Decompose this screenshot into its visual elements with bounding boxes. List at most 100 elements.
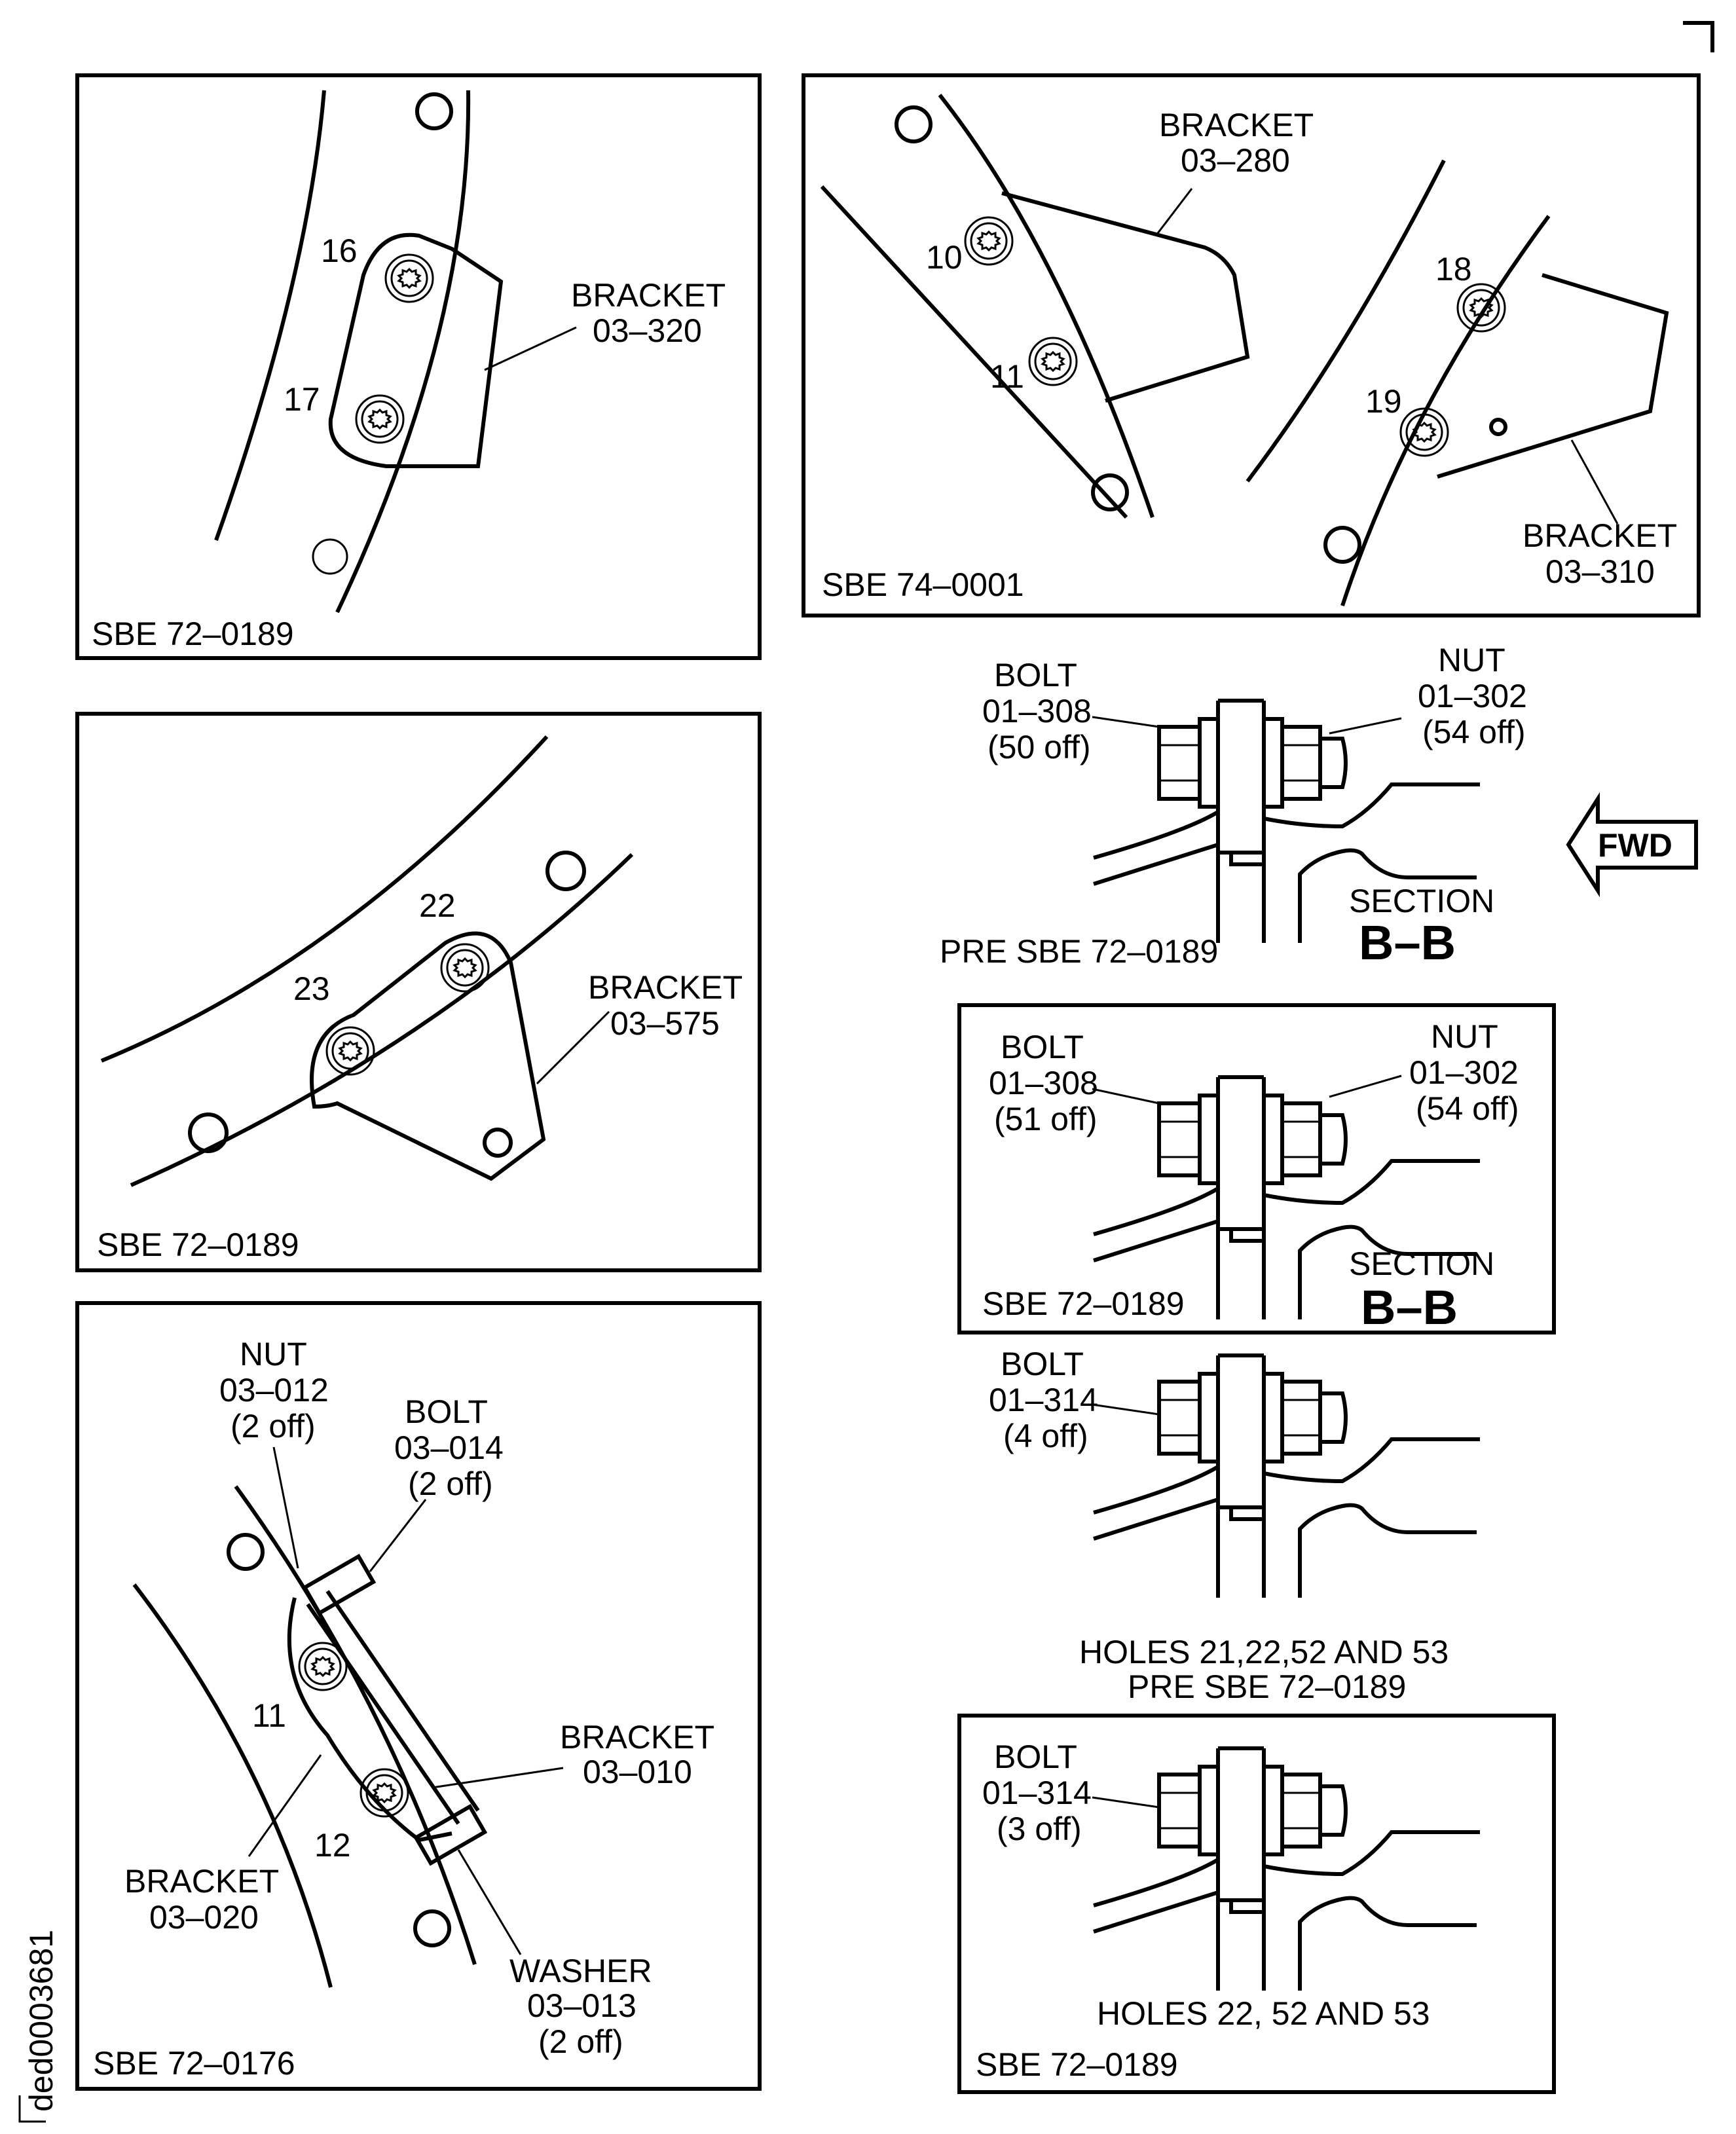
bracket-title: BRACKET: [588, 969, 743, 1006]
hole-number: 23: [293, 970, 330, 1007]
leader-line: [1092, 1403, 1160, 1416]
section-drawing: [1094, 1355, 1480, 1598]
nut-number: 03–012: [219, 1372, 329, 1408]
hole-number: 16: [321, 232, 358, 269]
leader-line: [1092, 716, 1160, 728]
nut-qty: (54 off): [1422, 714, 1526, 750]
casing-hole: [1091, 473, 1129, 511]
panel-caption: SBE 72–0189: [97, 1226, 299, 1263]
bolt-head-icon: [298, 1642, 348, 1691]
hole-number: 19: [1365, 383, 1402, 420]
nut-number: 01–302: [1418, 678, 1527, 714]
bolt-head-icon: [355, 394, 405, 444]
panel-bracket-03-575: 22 23 BRACKET 03–575 SBE 72–0189: [75, 712, 762, 1272]
nut-qty: (54 off): [1416, 1090, 1519, 1127]
bracket-outline: [1437, 273, 1669, 479]
leader-line: [484, 326, 577, 371]
section-holes-pre-sbe: BOLT 01–314 (4 off) HOLES 21,22,52 AND 5…: [989, 1346, 1480, 1705]
bracket-number: 03–310: [1545, 553, 1655, 590]
hole-number: 11: [252, 1697, 286, 1734]
casing-hole: [1489, 418, 1507, 436]
holes-caption: HOLES 22, 52 AND 53: [1097, 1995, 1430, 2032]
casing-hole: [188, 1113, 229, 1153]
nut-bolt-assembly: [302, 1553, 377, 1616]
bolt-number: 01–314: [989, 1382, 1098, 1418]
bolt-number: 01–308: [989, 1065, 1098, 1101]
section-id: B–B: [1361, 1280, 1458, 1334]
panel-frame: [802, 73, 1701, 617]
bolt-label: BOLT: [1001, 1346, 1084, 1382]
nut-label: NUT: [240, 1336, 307, 1372]
casing-edge-inner: [214, 90, 326, 542]
bolt-number: 03–014: [394, 1429, 504, 1466]
panel-caption: SBE 74–0001: [822, 566, 1024, 603]
section-holes-sbe: BOLT 01–314 (3 off) HOLES 22, 52 AND 53 …: [957, 1714, 1556, 2094]
leader-line: [432, 1767, 564, 1789]
bracket-outline: [287, 1597, 452, 1843]
leader-line: [1329, 1075, 1402, 1098]
section-caption: PRE SBE 72–0189: [1128, 1668, 1406, 1705]
panel-frame: [75, 1301, 762, 2091]
fwd-arrow: FWD: [1566, 792, 1698, 898]
bolt-head-icon: [384, 253, 434, 303]
bracket-title: BRACKET: [1523, 517, 1677, 554]
bolt-head-icon: [1456, 283, 1506, 333]
nut-label: NUT: [1431, 1018, 1498, 1055]
bolt-head-icon: [325, 1026, 375, 1076]
nut-number: 01–302: [1409, 1054, 1519, 1091]
hole-number: 18: [1435, 251, 1472, 287]
nut-bolt-assembly: [413, 1803, 488, 1866]
holes-caption: HOLES 21,22,52 AND 53: [1079, 1634, 1449, 1670]
bracket-title: BRACKET: [560, 1719, 714, 1756]
hole-number: 10: [926, 239, 963, 276]
bolt-qty: (50 off): [988, 729, 1091, 765]
drawing-id-text: ded0003681: [23, 1930, 60, 2112]
bracket-number: 03–575: [610, 1005, 720, 1042]
leader-line: [248, 1754, 322, 1857]
bolt-head-icon: [440, 943, 490, 993]
section-caption: SBE 72–0189: [982, 1285, 1185, 1322]
bolt-label: BOLT: [1001, 1029, 1084, 1065]
casing-edge-inner: [100, 735, 549, 1063]
leader-line: [272, 1446, 299, 1569]
casing-hole: [483, 1128, 513, 1158]
panel-frame: [75, 73, 762, 660]
hole-number: 22: [419, 887, 456, 924]
panel-frame: [957, 1003, 1556, 1334]
casing-edge-inner: [1246, 159, 1446, 483]
bracket-number: 03–320: [593, 312, 702, 349]
section-word: SECTION: [1349, 883, 1494, 919]
bolt-qty: (2 off): [408, 1465, 493, 1502]
nut-label: NUT: [1438, 642, 1505, 678]
bolt-label: BOLT: [994, 657, 1077, 693]
bracket-outline: [310, 931, 546, 1181]
leader-line: [1092, 1796, 1160, 1809]
casing-hole: [545, 851, 586, 891]
panel-caption: SBE 72–0189: [92, 616, 294, 652]
casing-hole: [415, 92, 453, 130]
bolt-head-icon: [964, 216, 1014, 266]
bolt-label: BOLT: [994, 1738, 1077, 1775]
hole-number: 12: [314, 1827, 351, 1864]
leader-line: [1570, 439, 1619, 524]
bracket-outline: [328, 232, 504, 468]
bolt-label: BOLT: [405, 1393, 488, 1430]
casing-hole: [227, 1533, 265, 1571]
section-caption: SBE 72–0189: [976, 2046, 1178, 2083]
bolt-number: 01–314: [982, 1775, 1092, 1811]
hole-number: 11: [990, 358, 1024, 395]
drawing-id: ded0003681: [18, 1930, 60, 2123]
leader-line: [1329, 717, 1402, 735]
hole-number: 17: [284, 381, 320, 418]
leader-line: [369, 1499, 427, 1572]
section-word: SECTION: [1349, 1245, 1494, 1282]
bolt-qty: (51 off): [994, 1101, 1098, 1137]
panel-brackets-03-280-03-310: BRACKET 03–280 10 11 18 19 BRACKET 03–31…: [802, 73, 1701, 617]
washer-label: WASHER: [509, 1953, 652, 1989]
bracket-title: BRACKET: [1159, 107, 1314, 143]
fwd-label: FWD: [1598, 827, 1672, 864]
casing-hole: [895, 105, 933, 143]
fwd-arrow-icon: [1566, 792, 1698, 898]
corner-mark: [1683, 21, 1714, 52]
